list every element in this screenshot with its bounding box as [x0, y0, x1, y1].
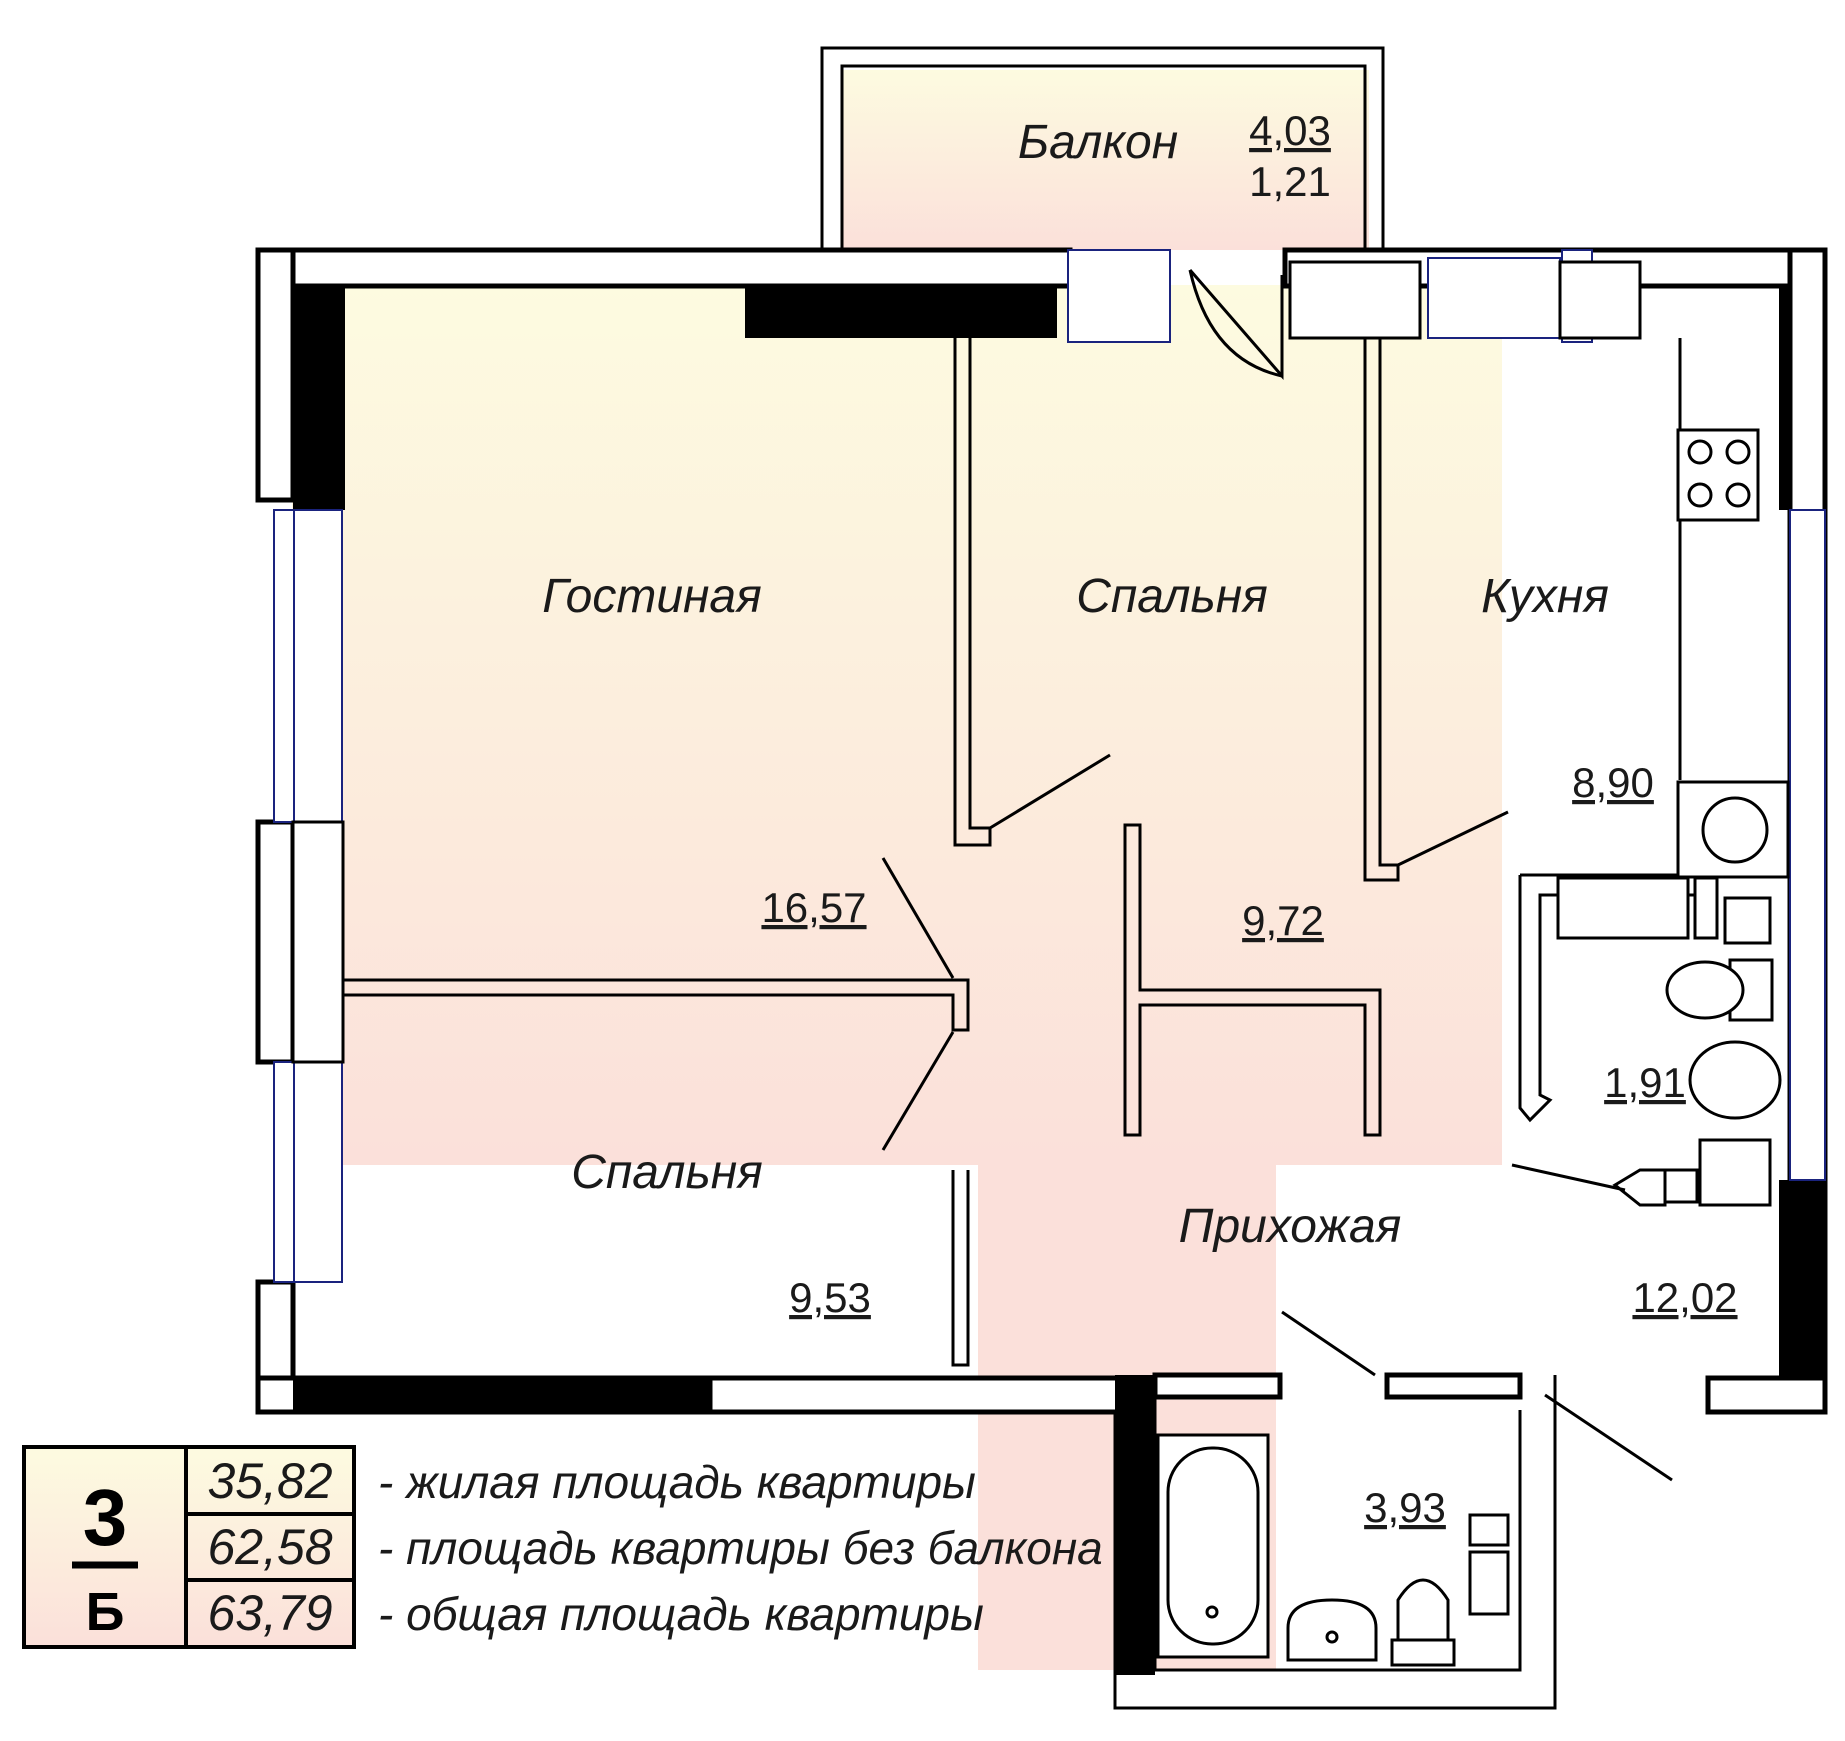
bathroom-fixtures — [1156, 1433, 1510, 1667]
balcony-door — [1188, 269, 1284, 381]
living-area-caption: - жилая площадь квартиры — [378, 1456, 976, 1508]
area-without-balcony-caption: - площадь квартиры без балкона — [378, 1522, 1103, 1574]
door-swings — [881, 753, 1673, 1482]
rooms-count: 3 — [83, 1473, 128, 1562]
wc-fixtures — [1556, 876, 1782, 1207]
living-area-value: 35,82 — [207, 1453, 332, 1509]
windows — [273, 249, 1826, 1283]
wc-area: 1,91 — [1604, 1059, 1686, 1106]
living-room-label: Гостиная — [542, 570, 762, 623]
area-without-balcony-value: 62,58 — [207, 1519, 332, 1575]
bedroom-2-label: Спальня — [571, 1146, 763, 1199]
hallway-label: Прихожая — [1179, 1200, 1402, 1253]
balcony-area-coef: 1,21 — [1249, 158, 1331, 205]
bathroom-area: 3,93 — [1364, 1484, 1446, 1531]
balcony-area: 4,03 — [1249, 107, 1331, 154]
interior-walls — [343, 338, 1705, 1367]
bedroom-1-area: 9,72 — [1242, 897, 1324, 944]
kitchen-fixtures — [1676, 428, 1790, 879]
bedroom-1-label: Спальня — [1076, 570, 1268, 623]
apartment-type: Б — [86, 1582, 125, 1642]
room-labels: Балкон 4,03 1,21 Гостиная 16,57 Спальня … — [542, 107, 1737, 1531]
balcony — [820, 46, 1385, 252]
kitchen-label: Кухня — [1481, 570, 1609, 623]
exterior-walls — [255, 247, 1828, 1710]
bedroom-2-area: 9,53 — [789, 1274, 871, 1321]
area-legend: 3 Б 35,82 62,58 63,79 - жилая площадь кв… — [22, 1445, 1103, 1649]
hallway-area: 12,02 — [1632, 1274, 1737, 1321]
total-area-caption: - общая площадь квартиры — [378, 1588, 984, 1640]
kitchen-area: 8,90 — [1572, 759, 1654, 806]
total-area-value: 63,79 — [207, 1585, 332, 1641]
living-room-area: 16,57 — [761, 884, 866, 931]
balcony-label: Балкон — [1018, 116, 1178, 169]
